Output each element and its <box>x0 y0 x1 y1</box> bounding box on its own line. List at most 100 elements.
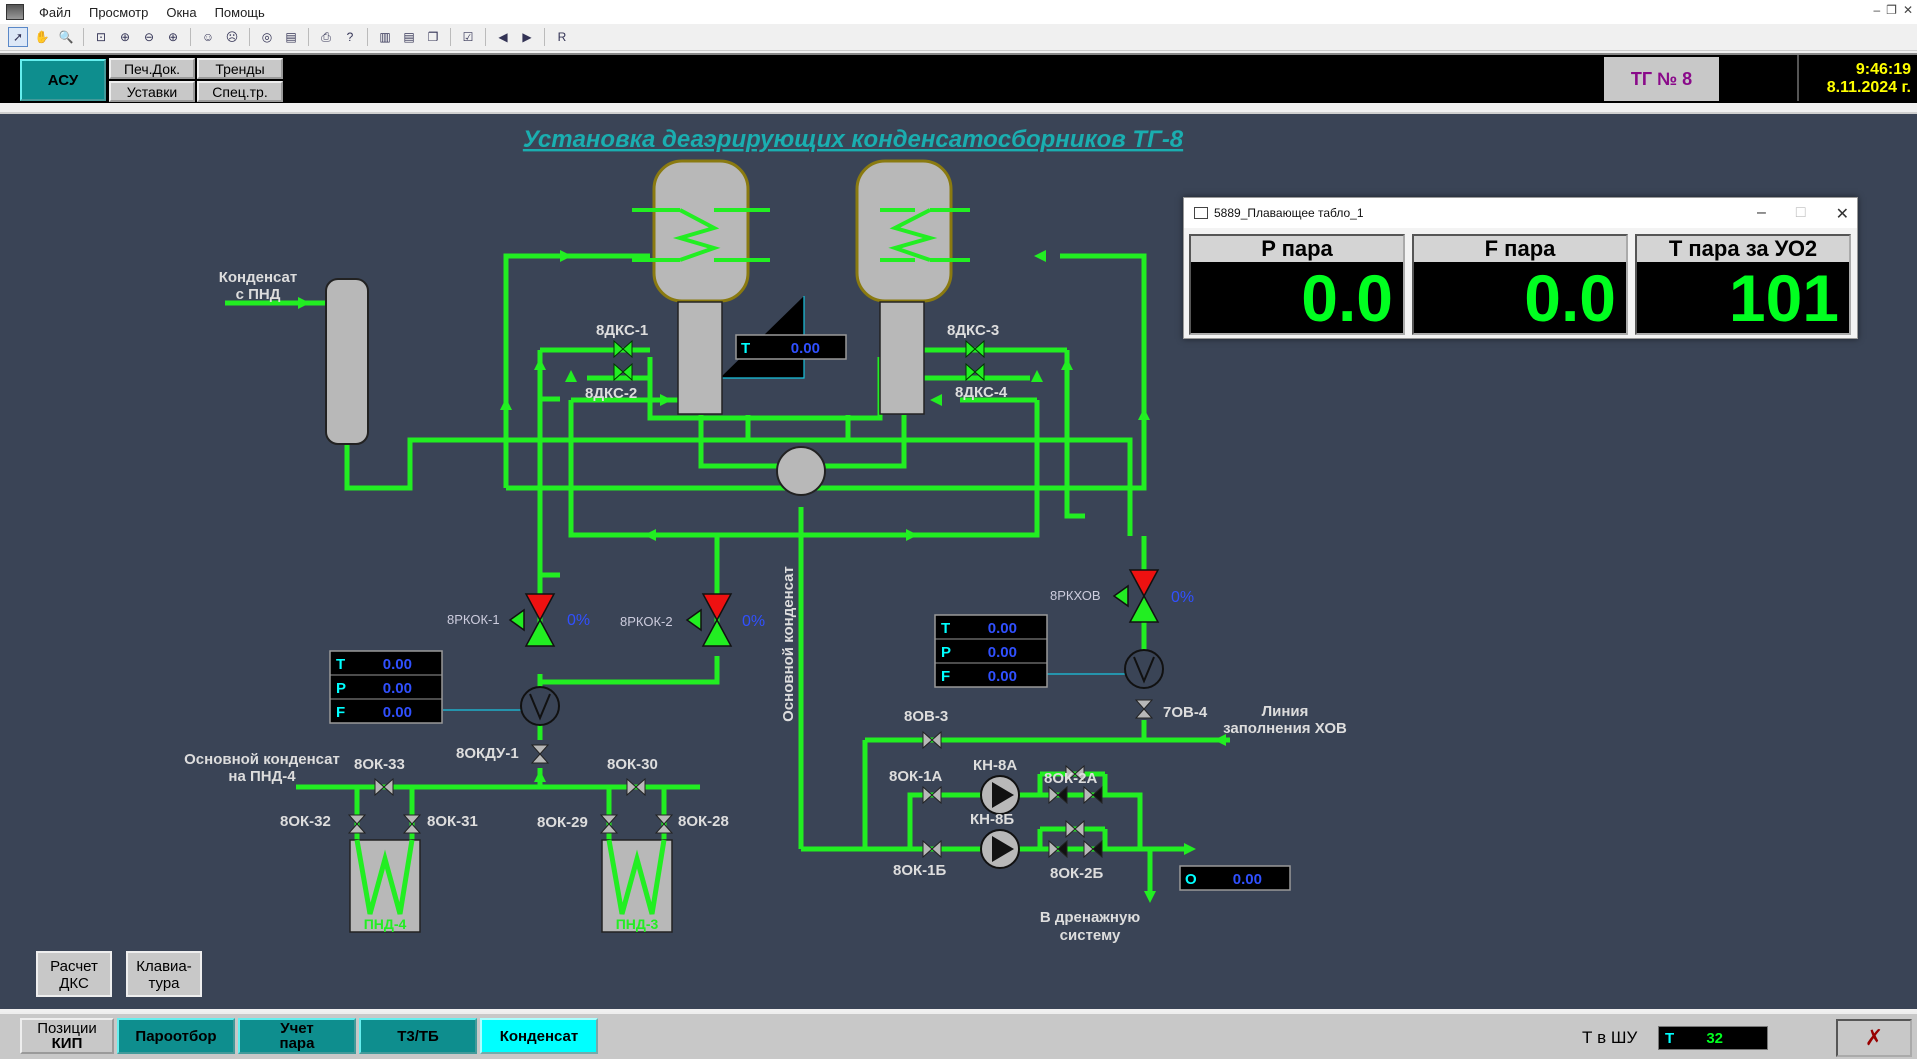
valve-ok2b-check[interactable] <box>1048 840 1068 858</box>
panel-f-value: 0.0 <box>1524 261 1616 335</box>
process-scheme: Установка деаэрирующих конденсатосборник… <box>36 126 1347 997</box>
toolbar-divider <box>190 28 191 46</box>
back-arrow-icon[interactable]: ◀ <box>498 30 508 44</box>
nav-acc-l1: Учет <box>280 1020 314 1037</box>
window-check-icon[interactable]: ☑ <box>462 30 474 44</box>
nav-t3-tb[interactable]: Т3/ТБ <box>359 1018 477 1054</box>
cascade-icon[interactable]: ❐ <box>427 30 439 44</box>
label-dks3: 8ДКС-3 <box>947 322 999 339</box>
tile-vertical-icon[interactable]: ▥ <box>379 30 391 44</box>
valve-ok2b-bypass[interactable] <box>1065 820 1085 838</box>
menu-windows[interactable]: Окна <box>166 4 197 20</box>
valve-ok31[interactable] <box>403 814 421 834</box>
valve-ok1b[interactable] <box>922 840 942 858</box>
users-icon[interactable]: ☺ <box>201 30 215 44</box>
valve-ok2b[interactable] <box>1083 840 1103 858</box>
nav-steam-accounting[interactable]: Учет пара <box>238 1018 356 1054</box>
label-ok31: 8ОК-31 <box>427 813 478 830</box>
close-icon[interactable]: ✕ <box>1835 206 1849 223</box>
close-icon[interactable]: ✕ <box>1902 3 1913 17</box>
minimize-icon[interactable]: – <box>1757 204 1766 221</box>
label-drain: В дренажную <box>1040 909 1140 926</box>
zoom-fit-icon[interactable]: ⊕ <box>119 30 131 44</box>
menu-file[interactable]: Файл <box>39 4 71 20</box>
sound-off-icon[interactable]: ✗ <box>1836 1019 1912 1057</box>
nav-acc-l2: пара <box>279 1035 315 1052</box>
menu-view[interactable]: Просмотр <box>88 4 149 20</box>
hand-icon[interactable]: ✋ <box>34 30 50 44</box>
nav-kip-positions[interactable]: Позиции КИП <box>20 1018 114 1054</box>
label-ok1b: 8ОК-1Б <box>893 862 947 879</box>
svg-text:Расчет: Расчет <box>50 958 98 975</box>
panel-p-value: 0.0 <box>1301 261 1393 335</box>
valve-ok30[interactable] <box>626 778 646 796</box>
keyboard-button[interactable]: Клавиа- тура <box>126 951 202 997</box>
label-ov3: 8ОВ-3 <box>904 708 948 725</box>
zoom-in-icon[interactable]: ⊕ <box>167 30 179 44</box>
pump-kn8a-icon[interactable] <box>980 775 1020 815</box>
minimize-icon[interactable]: – <box>1873 3 1881 17</box>
binoculars-icon[interactable]: ◎ <box>261 30 273 44</box>
label-ok30: 8ОК-30 <box>607 756 658 773</box>
valve-okdu1[interactable] <box>531 744 549 764</box>
gauge-left: T 0.00 P 0.00 F 0.00 <box>329 650 443 724</box>
valve-ok33[interactable] <box>374 778 394 796</box>
maximize-icon[interactable]: □ <box>1795 204 1806 221</box>
r-button[interactable]: R <box>557 30 567 44</box>
tile-horizontal-icon[interactable]: ▤ <box>403 30 415 44</box>
user-remove-icon[interactable]: ☹ <box>225 30 239 44</box>
floating-display-window[interactable]: 5889_Плавающее табло_1 – □ ✕ P пара 0.0 … <box>1183 197 1858 339</box>
setpoints-button[interactable]: Уставки <box>109 81 195 102</box>
print-icon[interactable]: ⎙ <box>321 29 331 44</box>
asu-button[interactable]: АСУ <box>20 59 106 101</box>
valve-dks1[interactable] <box>613 340 633 358</box>
valve-ok28[interactable] <box>655 814 673 834</box>
valve-ok2a-check[interactable] <box>1048 786 1068 804</box>
panel-f-head: F пара <box>1414 236 1626 262</box>
float-window-controls: – □ ✕ <box>1757 204 1849 224</box>
valve-ok29[interactable] <box>600 814 618 834</box>
valve-ov3[interactable] <box>922 731 942 749</box>
label-ok1a: 8ОК-1А <box>889 768 943 785</box>
actual-size-icon[interactable]: ⊡ <box>95 30 107 44</box>
forward-arrow-icon[interactable]: ▶ <box>522 30 532 44</box>
label-okdu1: 8ОКДУ-1 <box>456 745 519 762</box>
menu-help[interactable]: Помощь <box>214 4 265 20</box>
valve-ov4[interactable] <box>1135 699 1153 719</box>
valve-dks3[interactable] <box>965 340 985 358</box>
print-docs-button[interactable]: Печ.Док. <box>109 58 195 79</box>
valve-rkhov[interactable] <box>1113 569 1159 623</box>
help-icon[interactable]: ? <box>346 30 354 44</box>
calc-dks-button[interactable]: Расчет ДКС <box>36 951 112 997</box>
toolbar-divider <box>544 28 545 46</box>
gauge-o: O 0.00 <box>1179 865 1291 891</box>
toolbar-divider <box>249 28 250 46</box>
float-titlebar[interactable]: 5889_Плавающее табло_1 <box>1184 198 1857 228</box>
valve-ok2a[interactable] <box>1083 786 1103 804</box>
restore-icon[interactable]: ❐ <box>1886 3 1897 17</box>
menu-bar: Файл Просмотр Окна Помощь – ❐ ✕ <box>0 0 1917 24</box>
label-rkok2: 8РКОК-2 <box>620 614 673 629</box>
special-trends-button[interactable]: Спец.тр. <box>197 81 283 102</box>
svg-text:ДКС: ДКС <box>59 975 89 992</box>
properties-icon[interactable]: ▤ <box>285 30 297 44</box>
valve-ok1a[interactable] <box>922 786 942 804</box>
label-dks2: 8ДКС-2 <box>585 385 637 402</box>
valve-rkok1[interactable] <box>509 593 555 647</box>
toolbar-divider <box>83 28 84 46</box>
panel-p-steam: P пара 0.0 <box>1189 234 1405 335</box>
deaerator-1 <box>632 159 770 415</box>
zoom-icon[interactable]: 🔍 <box>58 30 74 44</box>
trends-button[interactable]: Тренды <box>197 58 283 79</box>
pump-kn8b-icon[interactable] <box>980 829 1020 869</box>
valve-rkok2[interactable] <box>686 593 732 647</box>
zoom-out-icon[interactable]: ⊖ <box>143 30 155 44</box>
nav-steam-extraction[interactable]: Пароотбор <box>117 1018 235 1054</box>
nav-condensate[interactable]: Конденсат <box>480 1018 598 1054</box>
svg-text:Клавиа-: Клавиа- <box>136 958 192 975</box>
valve-ok32[interactable] <box>348 814 366 834</box>
window-icon <box>1194 207 1208 219</box>
nav-kip-l1: Позиции <box>37 1020 97 1037</box>
pointer-icon[interactable]: ➚ <box>8 27 28 47</box>
svg-text:T: T <box>941 620 950 637</box>
